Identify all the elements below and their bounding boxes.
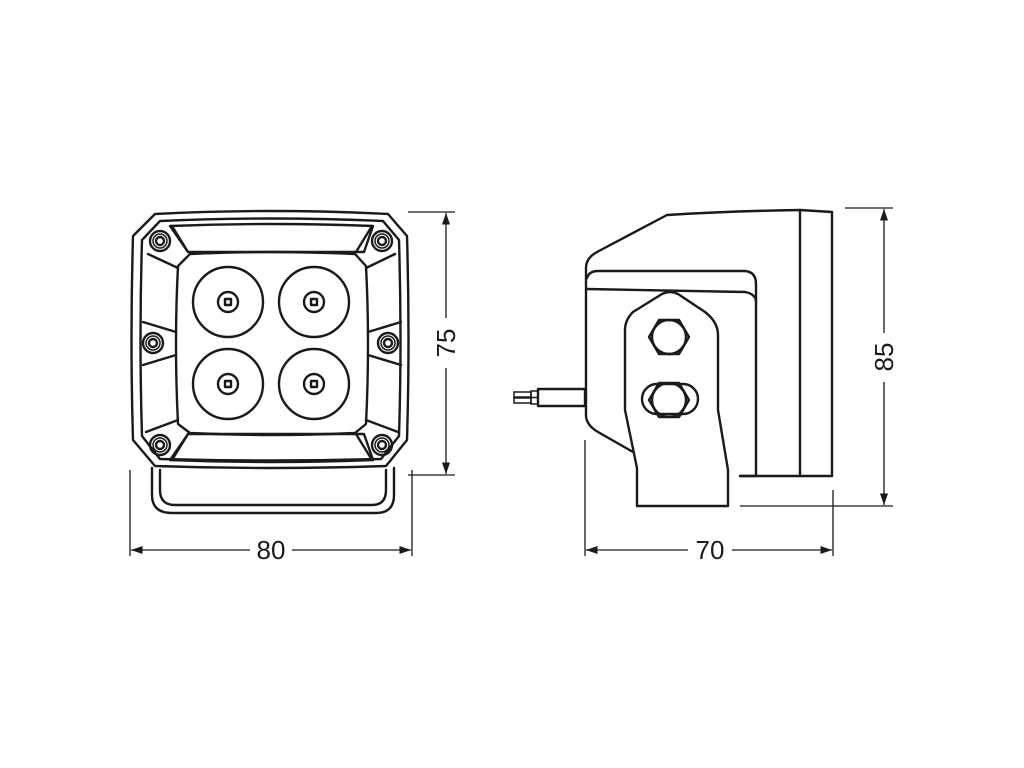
front-view [130, 209, 410, 515]
mounting-bracket [623, 290, 730, 508]
led-bottom-right [277, 347, 351, 421]
side-rear-cover [585, 269, 758, 478]
led-top-right [277, 265, 351, 339]
side-rear-cover-line [585, 287, 758, 304]
dimension-height-75: 75 [408, 211, 461, 476]
led-top-left [191, 265, 265, 339]
front-housing-inner [139, 217, 402, 462]
hex-bolt-upper [647, 318, 691, 356]
dimension-label-85: 85 [869, 343, 899, 372]
bezel-braces [141, 224, 403, 462]
dimension-width-80: 80 [129, 470, 413, 565]
side-view [513, 208, 834, 508]
bolt-washer-upper [650, 318, 688, 356]
power-cable [513, 387, 587, 408]
dimension-label-70: 70 [696, 535, 725, 565]
dimension-label-80: 80 [257, 535, 286, 565]
dimension-depth-70: 70 [584, 440, 834, 565]
screw-icon [141, 229, 400, 457]
front-bezel [168, 222, 375, 254]
bolt-washer-lower [650, 381, 688, 419]
hex-bolt-lower [647, 381, 691, 419]
mounting-foot [150, 466, 396, 515]
front-housing-outer [130, 209, 410, 470]
bezel-bottom [168, 432, 375, 464]
mounting-foot-inner [158, 468, 388, 507]
dimension-label-75: 75 [431, 329, 461, 358]
side-housing [584, 208, 834, 478]
dimension-height-85: 85 [740, 207, 899, 507]
led-bottom-left [191, 347, 265, 421]
